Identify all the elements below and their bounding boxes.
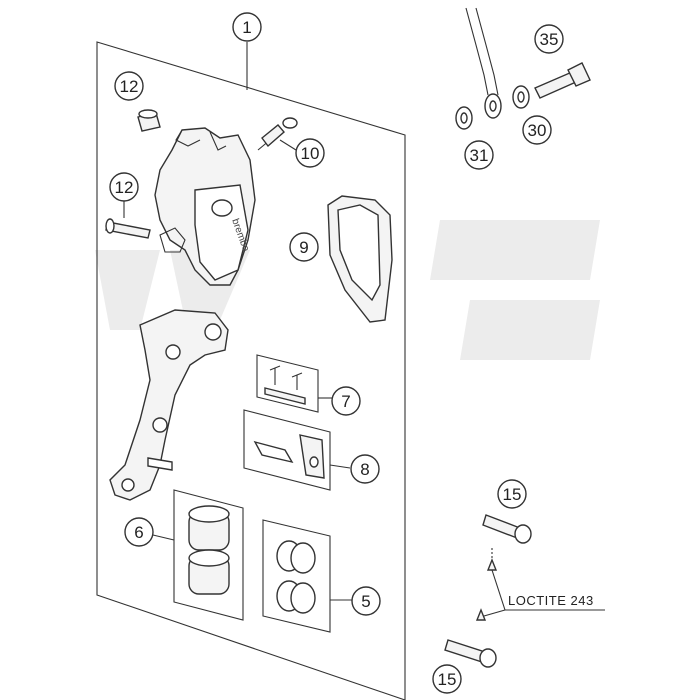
callout-30: 30 xyxy=(522,115,552,145)
assembly-panel xyxy=(96,41,406,700)
svg-text:30: 30 xyxy=(528,121,547,140)
brake-hose xyxy=(465,7,502,119)
svg-text:8: 8 xyxy=(360,460,369,479)
svg-text:6: 6 xyxy=(134,523,143,542)
svg-text:1: 1 xyxy=(242,18,251,37)
callout-9: 9 xyxy=(289,232,319,262)
caliper-bolt xyxy=(105,218,151,239)
loctite-note: LOCTITE 243 xyxy=(483,569,605,617)
svg-text:10: 10 xyxy=(301,144,320,163)
banjo-bolt xyxy=(534,62,591,99)
callout-6: 6 xyxy=(124,517,175,547)
background-watermark xyxy=(95,220,600,360)
callout-7: 7 xyxy=(318,386,361,416)
svg-text:LOCTITE 243: LOCTITE 243 xyxy=(508,593,594,608)
caliper-bracket xyxy=(109,309,229,501)
screw-upper xyxy=(482,514,532,544)
callout-35: 35 xyxy=(534,24,564,54)
bleed-screw xyxy=(257,117,298,151)
svg-text:35: 35 xyxy=(540,30,559,49)
callout-5: 5 xyxy=(330,586,381,616)
callout-15-bottom: 15 xyxy=(432,664,462,694)
svg-text:12: 12 xyxy=(115,178,134,197)
guide-pin-kit xyxy=(256,354,319,413)
callout-12-left: 12 xyxy=(109,172,139,218)
svg-text:12: 12 xyxy=(120,77,139,96)
svg-text:15: 15 xyxy=(503,485,522,504)
loctite-drop-lower xyxy=(475,608,487,621)
callout-1: 1 xyxy=(232,12,262,90)
pad-spring-kit xyxy=(243,409,331,491)
sealing-washer-left xyxy=(455,106,473,130)
svg-text:31: 31 xyxy=(470,146,489,165)
piston-seal-kit xyxy=(262,519,331,633)
sealing-washer-right xyxy=(512,85,530,109)
callout-15-top: 15 xyxy=(497,479,527,509)
svg-text:15: 15 xyxy=(438,670,457,689)
callout-8: 8 xyxy=(329,454,380,484)
callout-31: 31 xyxy=(464,140,494,170)
brake-pads xyxy=(327,195,393,323)
svg-text:5: 5 xyxy=(361,592,370,611)
brake-caliper: brembo xyxy=(154,127,256,286)
svg-text:7: 7 xyxy=(341,392,350,411)
callout-10: 10 xyxy=(295,138,325,168)
svg-text:9: 9 xyxy=(299,238,308,257)
piston-kit-large xyxy=(173,489,244,621)
loctite-drop-upper xyxy=(486,548,498,571)
callout-12-top: 12 xyxy=(114,71,144,101)
screw-lower xyxy=(444,639,497,668)
bleed-cap xyxy=(137,109,161,132)
